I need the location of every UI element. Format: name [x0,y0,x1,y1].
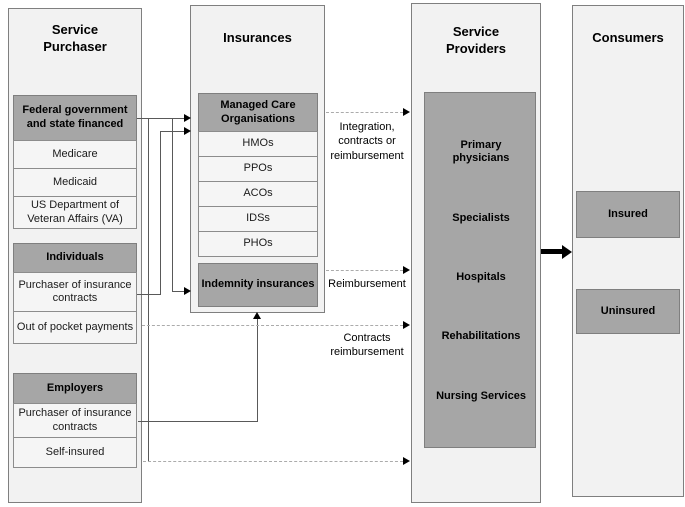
line-individuals-into-mco [160,131,184,132]
line-employers-out [138,421,258,422]
dashed-out-of-pocket-to-providers [142,325,403,326]
providers-list: Primary physicians Specialists Hospitals… [425,93,537,449]
box-uninsured: Uninsured [576,289,680,334]
consumers-title: Consumers [592,30,664,45]
arrowhead-employers-to-indemnity [253,312,261,319]
box-acos: ACOs [198,181,318,207]
arrowhead-individuals-to-mco [184,127,191,135]
box-self-insured: Self-insured [13,437,137,468]
arrowhead-out-of-pocket-to-providers [403,321,410,329]
box-employers-purchaser: Purchaser of insurance contracts [13,403,137,438]
service-purchaser-title: Service Purchaser [43,22,107,54]
line-federal-to-mco [137,118,184,119]
consumers-panel: Consumers Insured Uninsured [572,5,684,497]
box-individuals: Individuals [13,243,137,273]
arrowhead-indemnity-to-providers [403,266,410,274]
line-federal-branch-down [148,118,149,461]
provider-specialists: Specialists [452,211,510,224]
arrowhead-federal-to-mco [184,114,191,122]
box-federal-government: Federal government and state financed [13,95,137,141]
dashed-self-insured-to-providers [143,461,403,462]
box-insured: Insured [576,191,680,238]
providers-to-consumers-arrow-head [562,244,572,259]
arrowhead-into-indemnity [184,287,191,295]
provider-hospitals: Hospitals [456,270,506,283]
arrowhead-self-insured-to-providers [403,457,410,465]
service-providers-title: Service Providers [446,24,506,56]
line-into-indemnity [172,291,184,292]
line-employers-up [257,318,258,421]
insurances-panel: Insurances Managed Care Organisations HM… [190,5,325,313]
dashed-mco-to-providers [326,112,403,113]
box-managed-care-organisations: Managed Care Organisations [198,93,318,132]
box-medicare: Medicare [13,140,137,169]
line-individuals-up [160,131,161,294]
box-hmos: HMOs [198,131,318,157]
box-veteran-affairs: US Department of Veteran Affairs (VA) [13,196,137,229]
arrowhead-mco-to-providers [403,108,410,116]
line-individuals-out [137,294,161,295]
box-individuals-purchaser: Purchaser of insurance contracts [13,272,137,312]
provider-nursing-services: Nursing Services [436,389,526,402]
dashed-indemnity-to-providers [326,270,403,271]
label-contracts-reimbursement: Contracts reimbursement [330,332,404,359]
box-ppos: PPOs [198,156,318,182]
box-employers: Employers [13,373,137,404]
providers-to-consumers-arrow-shaft [541,249,564,254]
insurances-title: Insurances [223,30,292,45]
provider-rehabilitations: Rehabilitations [441,330,521,343]
provider-primary-physicians: Primary physicians [452,138,510,165]
box-indemnity-insurances: Indemnity insurances [198,263,318,307]
label-integration-contracts-reimbursement: Integration, contracts or reimbursement [330,121,404,162]
service-providers-panel: Service Providers Primary physicians Spe… [411,3,541,503]
service-purchaser-panel: Service Purchaser Federal government and… [8,8,142,503]
label-reimbursement: Reimbursement [328,278,406,290]
box-idss: IDSs [198,206,318,232]
box-phos: PHOs [198,231,318,257]
box-providers-group: Primary physicians Specialists Hospitals… [424,92,536,448]
line-branch-to-indemnity [172,118,173,291]
box-out-of-pocket: Out of pocket payments [13,311,137,344]
box-medicaid: Medicaid [13,168,137,197]
